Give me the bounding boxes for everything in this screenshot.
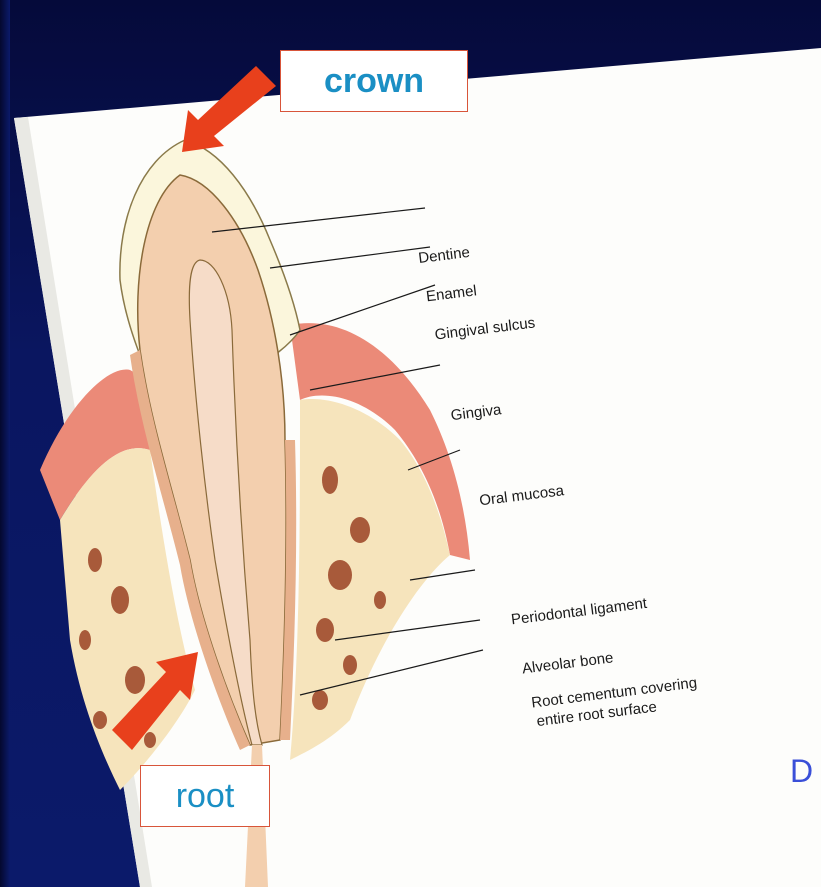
root-callout: root bbox=[140, 765, 270, 827]
slide-text-fragment: D bbox=[790, 753, 813, 790]
crown-callout: crown bbox=[280, 50, 468, 112]
